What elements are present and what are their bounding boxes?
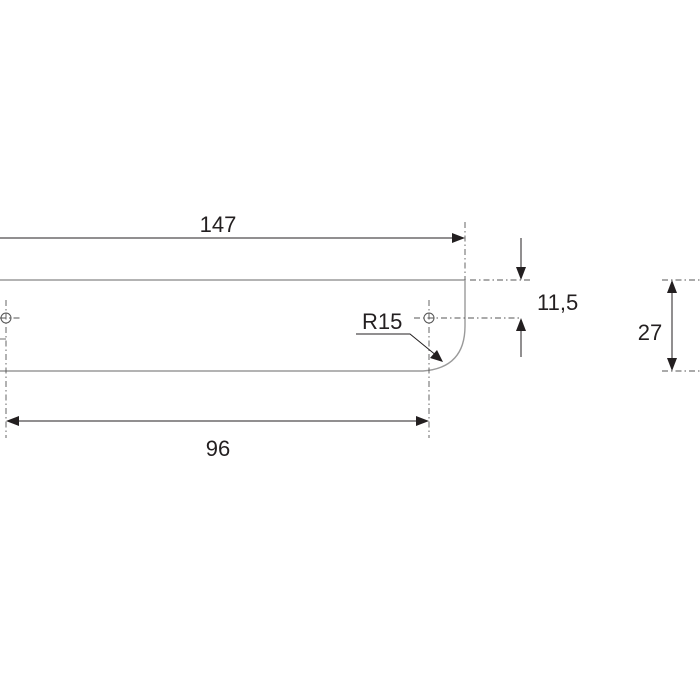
arrow-27-top: [667, 280, 677, 293]
dim-label-27: 27: [638, 320, 662, 345]
arrow-96-left: [6, 416, 19, 426]
dim-label-96: 96: [206, 436, 230, 461]
arrow-27-bottom: [667, 358, 677, 371]
handle-outline: [0, 279, 466, 372]
arrow-96-right: [416, 416, 429, 426]
dim-label-11-5: 11,5: [537, 290, 578, 315]
arrow-147-right: [452, 233, 465, 243]
leader-line-r15: [356, 333, 438, 357]
arrow-r15: [430, 350, 443, 362]
dim-label-r15: R15: [362, 309, 402, 334]
arrow-11-5-bottom: [516, 318, 526, 331]
dim-label-147: 147: [200, 212, 237, 237]
arrow-11-5-top: [516, 267, 526, 280]
